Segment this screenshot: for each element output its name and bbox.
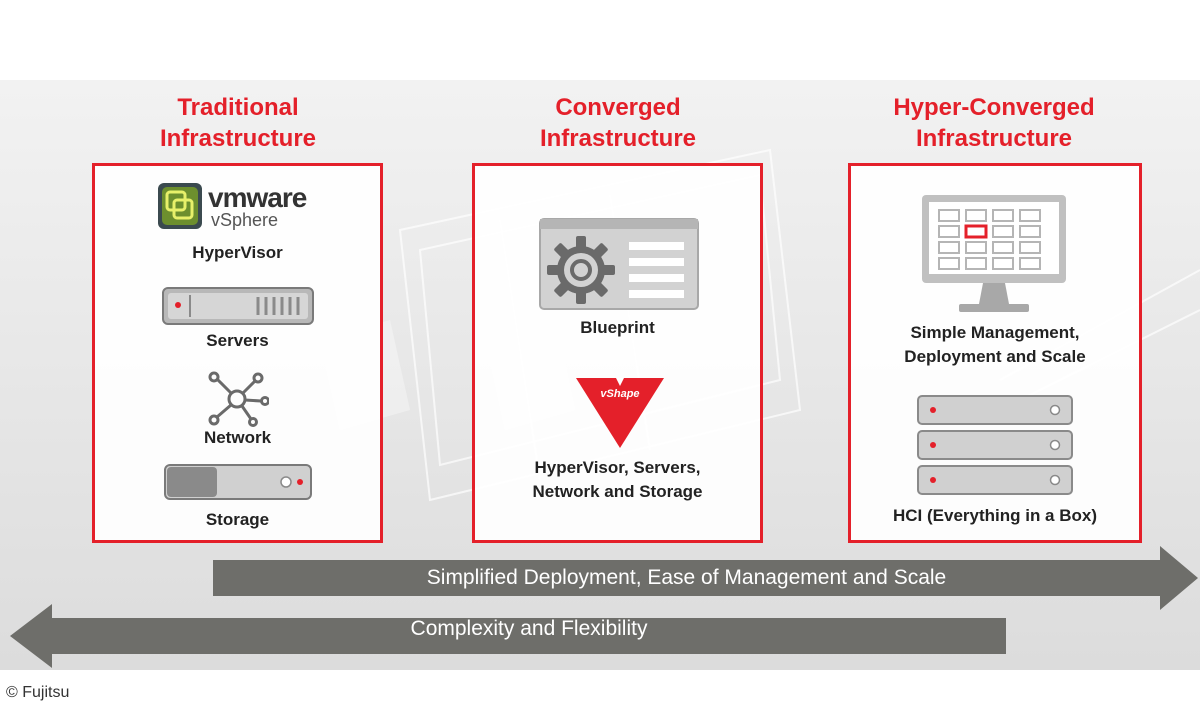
- storage-label: Storage: [205, 510, 270, 529]
- traditional-box: vmware vSphere HyperVisor Servers Networ…: [92, 163, 383, 543]
- vsphere-logo-icon: [158, 183, 202, 229]
- gear-window-icon: [539, 218, 699, 310]
- column-title-traditional: Traditional Infrastructure: [88, 92, 388, 154]
- hci-label: HCI (Everything in a Box): [892, 506, 1098, 525]
- label-line: Network and Storage: [532, 482, 703, 501]
- label-line: Simple Management,: [910, 323, 1080, 342]
- vmware-wordmark: vmware: [208, 182, 307, 213]
- vshape-badge: vShape: [600, 388, 640, 400]
- title-line: Infrastructure: [159, 125, 317, 152]
- hypervisor-label: HyperVisor: [192, 243, 283, 262]
- blueprint-label: Blueprint: [580, 318, 655, 337]
- network-label: Network: [203, 428, 272, 447]
- converged-components-label: HyperVisor, Servers, Network and Storage: [475, 456, 760, 504]
- title-line: Hyper-Converged: [893, 94, 1095, 121]
- simplified-deployment-arrow: [10, 546, 1198, 668]
- title-line: Infrastructure: [539, 125, 697, 152]
- network-hub-icon: [208, 371, 269, 427]
- vsphere-wordmark: vSphere: [211, 210, 279, 230]
- label-line: HyperVisor, Servers,: [534, 458, 701, 477]
- copyright-text: © Fujitsu: [6, 684, 70, 701]
- servers-label: Servers: [206, 331, 269, 350]
- title-line: Infrastructure: [915, 125, 1073, 152]
- column-title-converged: Converged Infrastructure: [468, 92, 768, 154]
- server-stack-icon: [917, 395, 1073, 495]
- simple-management-label: Simple Management, Deployment and Scale: [851, 321, 1139, 369]
- label-line: Deployment and Scale: [904, 347, 1086, 366]
- simplified-deployment-label: Simplified Deployment, Ease of Managemen…: [426, 566, 947, 589]
- title-line: Traditional: [177, 94, 299, 121]
- monitor-grid-icon: [922, 195, 1066, 312]
- title-line: Converged: [555, 94, 681, 121]
- vshape-triangle-icon: [576, 378, 664, 448]
- converged-box: Blueprint vShape HyperVisor, Servers, Ne…: [472, 163, 763, 543]
- storage-drive-icon: [164, 464, 312, 500]
- column-title-hyper-converged: Hyper-Converged Infrastructure: [844, 92, 1144, 154]
- hyper-converged-box: Simple Management, Deployment and Scale …: [848, 163, 1142, 543]
- server-icon: [162, 287, 314, 325]
- complexity-flexibility-label: Complexity and Flexibility: [410, 617, 648, 640]
